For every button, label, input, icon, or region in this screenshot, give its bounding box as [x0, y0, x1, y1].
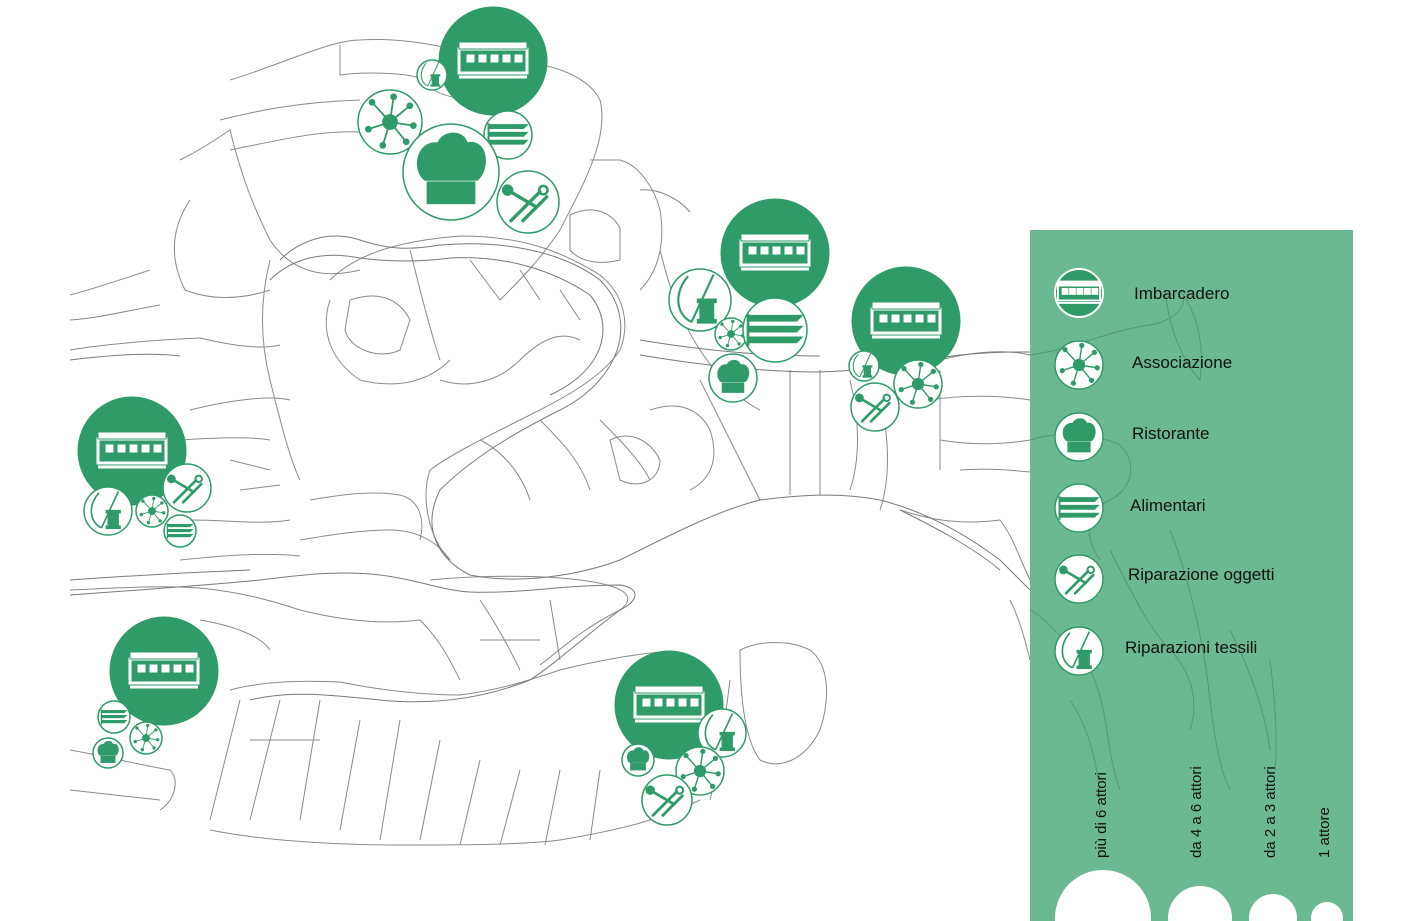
size-label-l: da 4 a 6 attori — [1188, 766, 1205, 858]
legend-label-ristorante: Ristorante — [1132, 424, 1210, 443]
legend-label-alimentari: Alimentari — [1130, 496, 1206, 515]
boat-stop-icon — [457, 40, 529, 79]
station-clusters — [77, 6, 961, 826]
size-circle-s — [1311, 902, 1343, 921]
boat-stop-icon — [96, 430, 168, 469]
shelves-icon — [746, 312, 804, 348]
legend-label-imbarcadero: Imbarcadero — [1134, 284, 1230, 303]
boat-stop-icon — [739, 232, 811, 271]
shelves-icon — [487, 122, 529, 148]
legend-graphics — [1030, 268, 1343, 921]
boat-stop-icon — [870, 300, 942, 339]
shelves-icon — [100, 708, 128, 726]
cluster-giudecca — [614, 650, 747, 826]
size-label-xl: più di 6 attori — [1093, 772, 1110, 858]
size-label-m: da 2 a 3 attori — [1262, 766, 1279, 858]
size-circle-l — [1168, 886, 1232, 921]
size-circle-m — [1249, 894, 1297, 921]
chef-hat-icon — [626, 747, 650, 771]
legend-label-riparazioni-tessili: Riparazioni tessili — [1125, 638, 1258, 657]
cluster-rialto — [668, 198, 830, 403]
boat-stop-icon — [128, 650, 200, 689]
legend-label-associazione: Associazione — [1132, 353, 1233, 372]
legend-panel: Imbarcadero Associazione Ristorante Alim… — [1030, 230, 1353, 921]
shelves-icon — [166, 522, 194, 540]
size-circle-xl — [1055, 870, 1151, 921]
boat-stop-icon — [633, 684, 705, 723]
size-label-s: 1 attore — [1316, 807, 1333, 858]
cluster-north — [357, 6, 560, 234]
chef-hat-icon — [97, 740, 119, 763]
cluster-west — [77, 396, 212, 548]
chef-hat-icon — [717, 359, 750, 393]
island-outlines — [69, 38, 1031, 846]
legend-label-riparazione-oggetti: Riparazione oggetti — [1128, 565, 1275, 584]
cluster-east — [848, 266, 961, 432]
chef-hat-icon — [416, 132, 486, 205]
cluster-southwest — [92, 616, 219, 769]
